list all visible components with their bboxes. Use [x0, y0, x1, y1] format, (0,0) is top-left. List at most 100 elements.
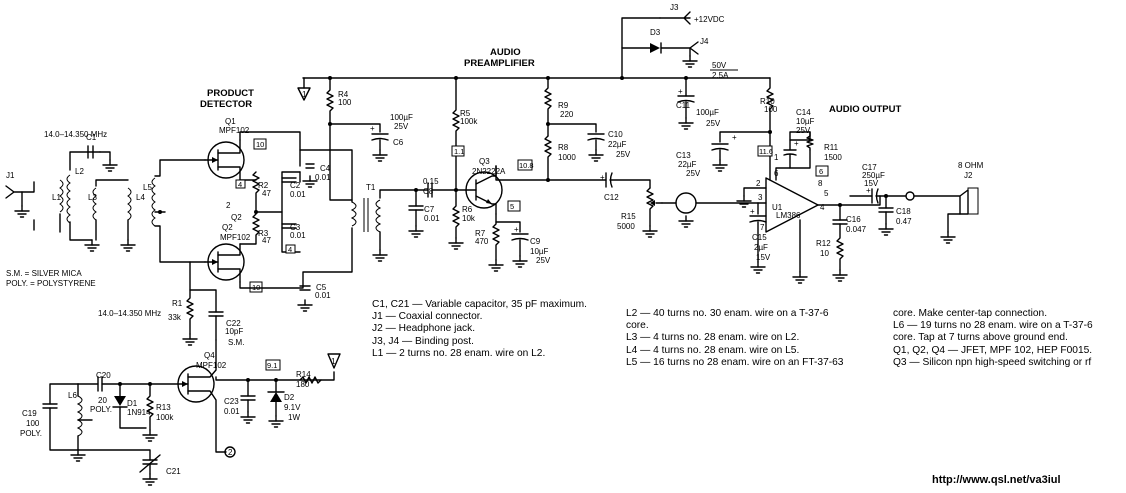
svg-text:C5: C5 — [316, 283, 327, 292]
svg-text:10µF: 10µF — [530, 247, 549, 256]
svg-text:R15: R15 — [621, 212, 636, 221]
svg-text:+: + — [750, 207, 755, 216]
svg-text:5: 5 — [510, 202, 514, 211]
svg-text:100: 100 — [338, 98, 352, 107]
svg-text:+: + — [678, 87, 683, 96]
bfo-oscillator: R1 33k 14.0–14.350 MHz C22 10pF S.M. Q4 … — [20, 261, 341, 486]
svg-text:S.M. = SILVER MICA: S.M. = SILVER MICA — [6, 269, 82, 278]
svg-text:C10: C10 — [608, 130, 623, 139]
notes-column-3: core. Make center-tap connection. L6 — 1… — [893, 308, 1093, 369]
transformer-t1: T1 — [350, 183, 417, 262]
svg-text:J3: J3 — [670, 3, 679, 12]
svg-text:R12: R12 — [816, 239, 831, 248]
svg-text:C12: C12 — [604, 193, 619, 202]
svg-text:MPF102: MPF102 — [219, 126, 250, 135]
svg-text:25V: 25V — [616, 150, 631, 159]
svg-text:C22: C22 — [226, 319, 241, 328]
svg-text:250µF: 250µF — [862, 171, 885, 180]
svg-text:R6: R6 — [462, 205, 473, 214]
note-line: Q1, Q2, Q4 — JFET, MPF 102, HEP F0015. — [893, 344, 1093, 356]
svg-text:R3: R3 — [258, 229, 269, 238]
note-line: J1 — Coaxial connector. — [372, 311, 483, 323]
svg-text:Q4: Q4 — [204, 351, 215, 360]
svg-text:10.8: 10.8 — [519, 161, 534, 170]
svg-text:0.01: 0.01 — [424, 214, 440, 223]
note-line: L3 — 4 turns no. 28 enam. wire on L2. — [626, 332, 800, 344]
svg-text:7: 7 — [760, 223, 765, 232]
detector-network: 4 R2 47 R3 47 Q2 2 C2 0.01 C3 0.01 4 C4 … — [226, 131, 353, 312]
svg-text:+: + — [600, 173, 605, 182]
svg-text:25V: 25V — [536, 256, 551, 265]
note-line: C1, C21 — Variable capacitor, 35 pF maxi… — [372, 299, 587, 310]
svg-text:100: 100 — [764, 105, 778, 114]
svg-text:C9: C9 — [530, 237, 541, 246]
svg-text:R1: R1 — [172, 299, 183, 308]
svg-text:1: 1 — [331, 357, 336, 366]
svg-text:D1: D1 — [127, 399, 138, 408]
svg-text:100µF: 100µF — [390, 113, 413, 122]
svg-text:2: 2 — [228, 448, 233, 457]
svg-text:Q2: Q2 — [222, 223, 233, 232]
svg-text:R5: R5 — [460, 109, 471, 118]
svg-text:J4: J4 — [700, 37, 709, 46]
svg-text:15V: 15V — [864, 179, 879, 188]
svg-text:0.15: 0.15 — [423, 177, 439, 186]
svg-text:R2: R2 — [258, 181, 269, 190]
svg-text:8: 8 — [818, 179, 823, 188]
svg-text:220: 220 — [560, 110, 574, 119]
note-line: J2 — Headphone jack. — [372, 323, 476, 335]
svg-text:R7: R7 — [475, 229, 486, 238]
svg-text:L1: L1 — [52, 193, 61, 202]
svg-text:C4: C4 — [320, 164, 331, 173]
svg-text:T1: T1 — [366, 183, 376, 192]
note-line: core. Make center-tap connection. — [893, 308, 1048, 319]
svg-text:L3: L3 — [88, 193, 97, 202]
svg-text:25V: 25V — [796, 126, 811, 135]
svg-text:100: 100 — [26, 419, 40, 428]
svg-text:25V: 25V — [394, 122, 409, 131]
svg-text:1: 1 — [302, 90, 307, 99]
svg-text:S.M.: S.M. — [228, 338, 244, 347]
svg-text:10pF: 10pF — [225, 327, 243, 336]
svg-text:Q2: Q2 — [231, 213, 242, 222]
svg-text:C7: C7 — [424, 205, 435, 214]
svg-text:LM386: LM386 — [776, 211, 801, 220]
audio-amp-u1: R10 100 11.6 C14 10µF 25V + R11 1500 6 U… — [736, 77, 984, 284]
note-line: L5 — 16 turns no 28 enam. wire on an FT-… — [626, 356, 844, 368]
svg-text:J2: J2 — [964, 171, 973, 180]
svg-text:C15: C15 — [752, 233, 767, 242]
svg-text:4: 4 — [238, 180, 242, 189]
note-line: L1 — 2 turns no. 28 enam. wire on L2. — [372, 347, 546, 359]
input-network: J1 14.0–14.350 MHz L1 L2 C1 L3 L4 L5 S.M… — [5, 130, 206, 288]
svg-text:+12VDC: +12VDC — [694, 15, 725, 24]
svg-text:R13: R13 — [156, 403, 171, 412]
svg-text:PRODUCT: PRODUCT — [207, 88, 254, 99]
svg-text:1000: 1000 — [558, 153, 576, 162]
svg-text:15V: 15V — [756, 253, 771, 262]
svg-text:10k: 10k — [462, 214, 476, 223]
svg-text:C1: C1 — [86, 133, 97, 142]
svg-text:470: 470 — [475, 237, 489, 246]
svg-text:180: 180 — [296, 380, 310, 389]
svg-text:10: 10 — [820, 249, 829, 258]
svg-text:DETECTOR: DETECTOR — [200, 99, 252, 110]
notes-column-1: C1, C21 — Variable capacitor, 35 pF maxi… — [372, 299, 587, 360]
svg-text:R10: R10 — [760, 97, 775, 106]
svg-text:0.01: 0.01 — [315, 173, 331, 182]
svg-text:0.047: 0.047 — [846, 225, 867, 234]
svg-text:9.1: 9.1 — [267, 361, 277, 370]
svg-text:1N914: 1N914 — [127, 408, 151, 417]
svg-text:R4: R4 — [338, 90, 349, 99]
note-line: L2 — 40 turns no. 30 enam. wire on a T-3… — [626, 308, 829, 319]
svg-text:25V: 25V — [706, 119, 721, 128]
svg-text:0.01: 0.01 — [290, 190, 306, 199]
svg-text:C19: C19 — [22, 409, 37, 418]
svg-text:+: + — [794, 139, 799, 148]
svg-text:2µF: 2µF — [754, 243, 768, 252]
svg-text:2.5A: 2.5A — [712, 71, 729, 80]
svg-text:47: 47 — [262, 189, 271, 198]
svg-text:J1: J1 — [6, 171, 15, 180]
svg-text:0.47: 0.47 — [896, 217, 912, 226]
svg-text:47: 47 — [262, 236, 271, 245]
